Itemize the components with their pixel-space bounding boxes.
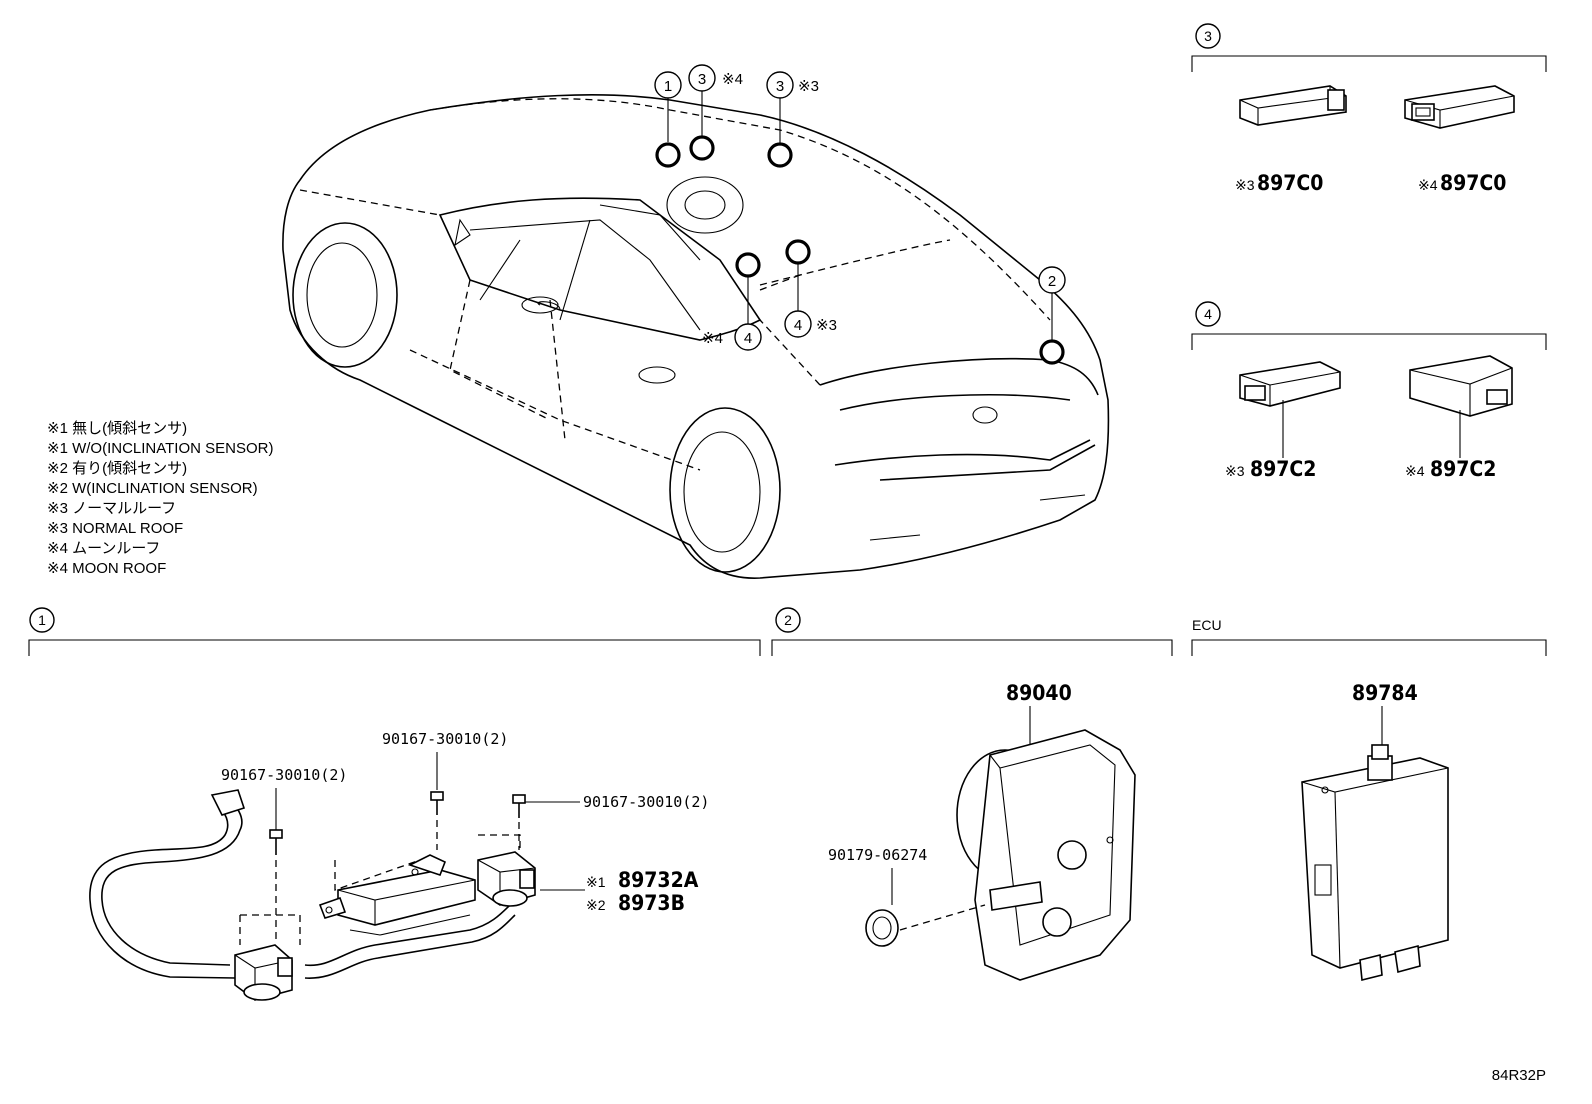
- horn-siren-unit: [956, 729, 1136, 981]
- legend-line: ※1 無し(傾斜センサ): [47, 420, 187, 437]
- screw-label-left: 90167-30010(2): [221, 766, 347, 784]
- ecu-module: [1301, 744, 1449, 982]
- legend-line: ※3 ノーマルルーフ: [47, 500, 176, 517]
- section-2-callout: [775, 607, 801, 633]
- connector-897c0-moonroof: [1404, 85, 1515, 129]
- section-1-callout: [29, 607, 55, 633]
- section-3-callout: [1195, 23, 1221, 49]
- sensor-marker-icon: [767, 142, 793, 168]
- section-3-note-b: ※4: [1418, 177, 1438, 193]
- section-2-label: 2: [784, 612, 792, 628]
- section-4-part-b: 897C2: [1430, 457, 1496, 481]
- callout-2-label: 2: [1048, 273, 1056, 290]
- callout-4-moonroof-circle: [734, 323, 762, 351]
- section-1: 1 90167-30010(2) 90167-30010(2) 90167-30…: [28, 607, 761, 1001]
- legend-line: ※4 ムーンルーフ: [47, 540, 160, 557]
- sensor-marker-icon: [689, 135, 715, 161]
- callout-4-moonroof-note: ※4: [702, 330, 723, 347]
- sensor-connector-left: [234, 944, 293, 1001]
- callout-1-label: 1: [664, 78, 672, 95]
- section-2: 2 89040 90179-06274: [771, 607, 1173, 981]
- section-ecu: ECU 89784: [1191, 617, 1547, 982]
- screw-icon: [269, 829, 283, 855]
- legend-line: ※3 NORMAL ROOF: [47, 520, 183, 537]
- clip-icon: [865, 909, 899, 947]
- ecu-part-number: 89784: [1352, 681, 1418, 705]
- connector-897c0-normal: [1239, 85, 1347, 126]
- section-4-note-b: ※4: [1405, 463, 1425, 479]
- screw-icon: [512, 794, 526, 818]
- screw-label-right: 90167-30010(2): [583, 793, 709, 811]
- callout-3-moonroof-label: 3: [698, 71, 706, 88]
- sensor-marker-icon: [1039, 339, 1065, 365]
- sensor-note-b: ※2: [586, 897, 606, 913]
- screw-label-center: 90167-30010(2): [382, 730, 508, 748]
- ecu-header: ECU: [1192, 617, 1222, 633]
- connector-897c2-moonroof: [1409, 355, 1513, 458]
- callout-4-normalroof-circle: [784, 310, 812, 338]
- inclination-sensor-module: [318, 854, 476, 936]
- legend-line: ※2 有り(傾斜センサ): [47, 460, 187, 477]
- sensor-part-b: 8973B: [618, 891, 685, 915]
- legend-line: ※1 W/O(INCLINATION SENSOR): [47, 440, 273, 457]
- sensor-connector-right: [477, 851, 536, 907]
- connector-897c2-normal: [1239, 361, 1341, 458]
- legend: ※1 無し(傾斜センサ) ※1 W/O(INCLINATION SENSOR) …: [47, 420, 273, 577]
- callout-4-moonroof-label: 4: [744, 330, 752, 347]
- section-4-note-a: ※3: [1225, 463, 1245, 479]
- screw-icon: [430, 791, 444, 815]
- section-3: 3 ※3 897C0 ※4 897C0: [1191, 23, 1547, 195]
- sensor-note-a: ※1: [586, 874, 606, 890]
- sensor-marker-icon: [735, 252, 761, 278]
- legend-line: ※4 MOON ROOF: [47, 560, 166, 577]
- callout-4-normalroof-note: ※3: [816, 317, 837, 334]
- section-3-part-b: 897C0: [1440, 171, 1506, 195]
- section-3-note-a: ※3: [1235, 177, 1255, 193]
- diagram-code: 84R32P: [1492, 1067, 1546, 1084]
- clip-part-number: 90179-06274: [828, 846, 927, 864]
- section-4-label: 4: [1204, 306, 1212, 322]
- car-illustration: [282, 94, 1110, 579]
- section-4-callout: [1195, 301, 1221, 327]
- section-4-part-a: 897C2: [1250, 457, 1316, 481]
- car-callouts: 1 3 ※4 3 ※3 2 4 ※4 4 ※3: [654, 64, 1066, 365]
- callout-3-normalroof-note: ※3: [798, 78, 819, 95]
- section-3-part-a: 897C0: [1257, 171, 1323, 195]
- section-1-label: 1: [38, 612, 46, 628]
- sensor-marker-icon: [655, 142, 681, 168]
- wire-harness: [89, 789, 516, 979]
- legend-line: ※2 W(INCLINATION SENSOR): [47, 480, 258, 497]
- callout-3-moonroof-note: ※4: [722, 71, 743, 88]
- callout-4-normalroof-label: 4: [794, 317, 802, 334]
- section-4: 4 ※3 897C2 ※4 897C2: [1191, 301, 1547, 481]
- sensor-marker-icon: [785, 239, 811, 265]
- callout-3-normalroof-label: 3: [776, 78, 784, 95]
- main-part-number: 89040: [1006, 681, 1072, 705]
- section-3-label: 3: [1204, 28, 1212, 44]
- sensor-part-a: 89732A: [618, 868, 699, 892]
